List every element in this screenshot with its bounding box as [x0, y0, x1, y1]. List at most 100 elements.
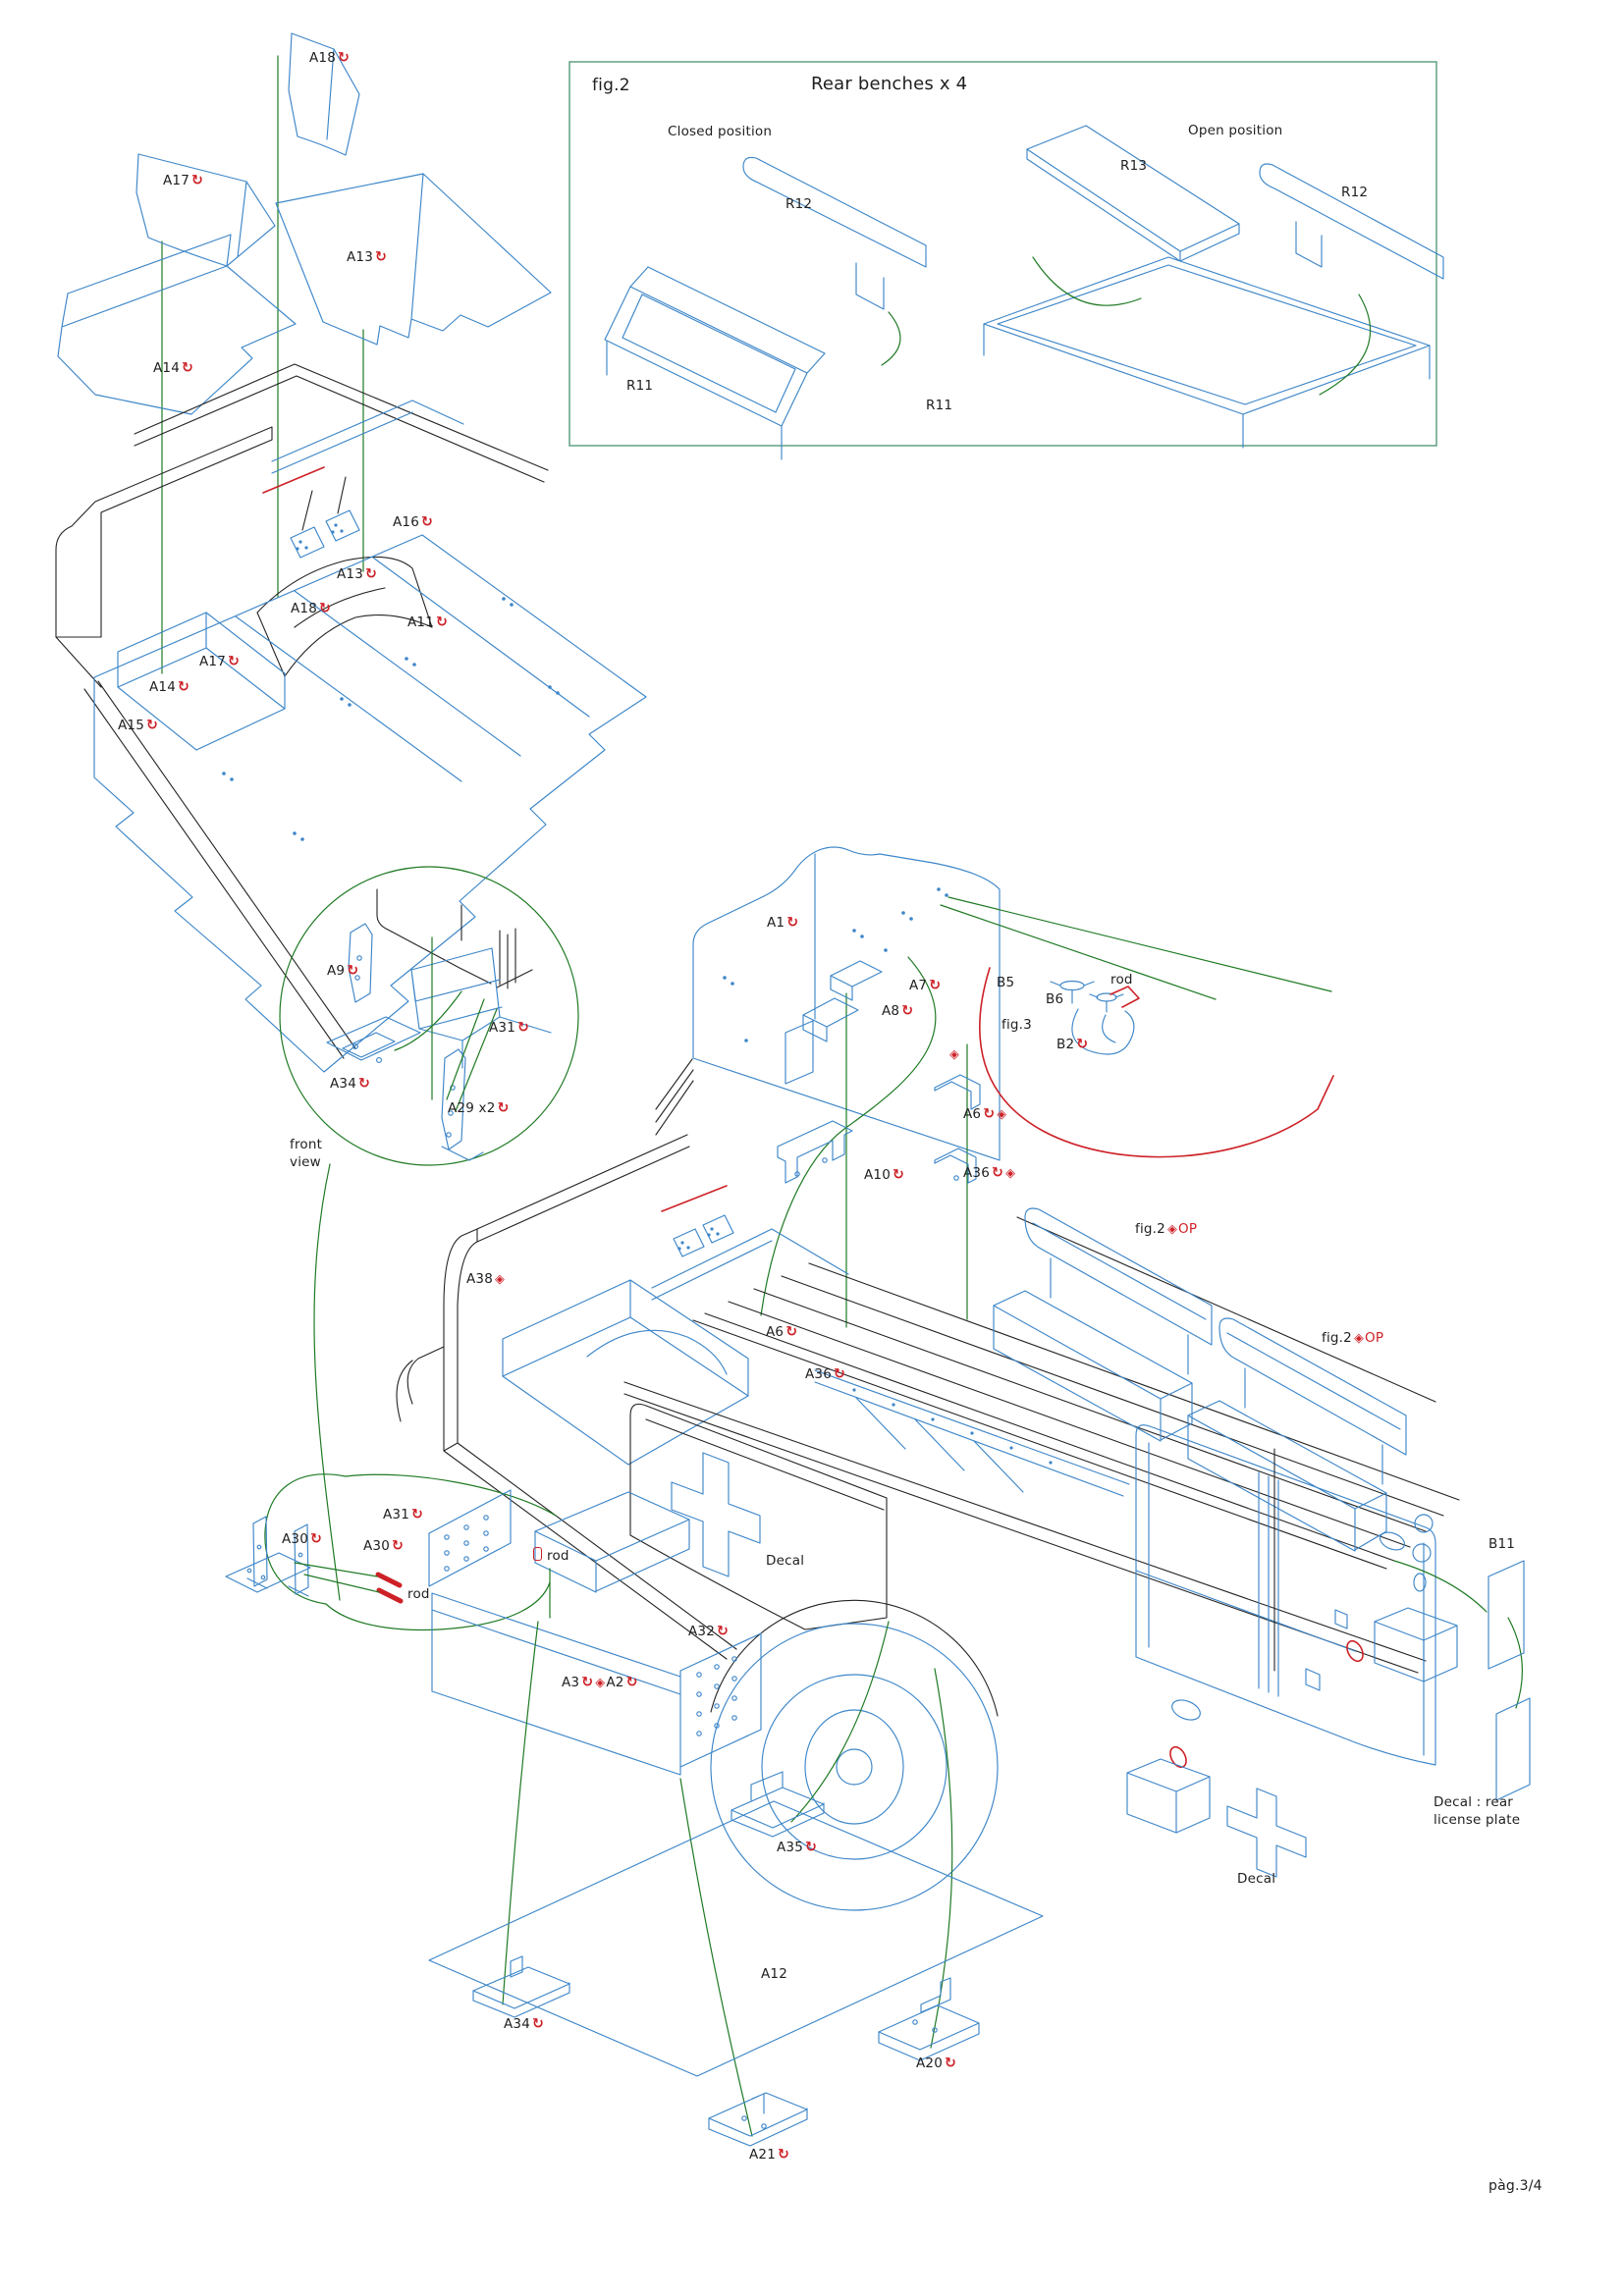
rotate-icon: ↻: [517, 1020, 530, 1036]
part-label-text: fig.2: [1322, 1330, 1352, 1346]
part-label-text: fig.2: [592, 76, 630, 95]
wingnuts-b5-b6: [1050, 980, 1135, 1055]
rear-red-marks: [1169, 1639, 1364, 1769]
rotate-icon: ↻: [625, 1675, 638, 1690]
part-label-text: Closed position: [668, 124, 773, 139]
rotate-icon: ↻: [421, 514, 434, 530]
part-label-text: A15: [118, 718, 145, 733]
part-label-text: A31: [489, 1020, 516, 1036]
brackets-a7-a8-a6-a36-a10: [777, 960, 981, 1184]
bracket-a35: [731, 1771, 825, 1838]
label-b6: B6: [1046, 991, 1063, 1009]
part-label-text: R12: [785, 196, 813, 212]
rod-links: [294, 1562, 380, 1593]
red-rods: [375, 1572, 404, 1604]
flip-diamond-icon: ◈: [495, 1272, 506, 1287]
fig2-title: Rear benches x 4: [811, 73, 967, 95]
part-label-text: Decal: [1237, 1871, 1276, 1887]
part-label-text: A20: [916, 2056, 944, 2071]
part-label-text: A7: [909, 978, 928, 993]
rotate-icon: ↻: [901, 1003, 914, 1019]
label-b2: B2↻: [1056, 1036, 1088, 1054]
part-label-text: A38: [466, 1271, 494, 1287]
detail-holes: [352, 955, 456, 1138]
label-a32: A32↻: [688, 1623, 729, 1641]
front-view-detail: [279, 866, 579, 1601]
part-label-text: A32: [688, 1624, 716, 1639]
part-label-text: R11: [626, 378, 654, 394]
part-label-text: A3: [562, 1675, 580, 1690]
label-r12-open: R12: [1341, 185, 1368, 202]
b11-leaders: [1393, 1560, 1523, 1709]
bracket-a34: [472, 1955, 570, 2018]
b11-license-plates: [1488, 1560, 1531, 1801]
bench-closed-link: [881, 311, 901, 366]
part-label-text: fig.3: [1001, 1017, 1032, 1033]
rotate-icon: ↻: [182, 360, 194, 376]
rotate-icon: ↻: [338, 50, 351, 66]
label-a17-part: A17↻: [163, 172, 203, 190]
bracket-holes: [794, 1157, 959, 1181]
part-label-text: front view: [290, 1137, 323, 1170]
part-a14-drawing: [57, 234, 297, 415]
body-shell-outline: [55, 363, 549, 1059]
part-label-text: rod: [407, 1586, 430, 1602]
rotate-icon: ↻: [497, 1100, 510, 1116]
label-a3-a2: A3↻◈A2↻: [562, 1674, 638, 1692]
a3-a2-holes: [696, 1656, 737, 1736]
label-a9: A9↻: [327, 962, 358, 981]
label-a36-top: A36↻◈: [963, 1164, 1016, 1183]
label-a34: A34↻: [504, 2015, 544, 2034]
part-label-text: A34: [504, 2016, 531, 2032]
label-a34-detail: A34↻: [330, 1075, 370, 1094]
part-label-text: B11: [1489, 1536, 1516, 1552]
label-rod-left: rod: [407, 1586, 430, 1604]
part-label-text: B2: [1056, 1037, 1075, 1052]
label-a15: A15↻: [118, 717, 158, 735]
label-a1: A1↻: [767, 914, 798, 933]
rear-benches: [993, 1207, 1407, 1552]
cab-black-outline: [396, 1134, 737, 1660]
fig2-box: [568, 61, 1444, 460]
part-a17-drawing: [135, 153, 276, 267]
part-label-text: rod: [1110, 972, 1133, 988]
part-a18-drawing: [288, 32, 360, 156]
flip-diamond-icon: ◈: [1166, 1222, 1178, 1237]
part-label-text: A1: [767, 915, 785, 931]
rotate-icon: ↻: [778, 2147, 790, 2163]
front-view-label: front view: [290, 1137, 322, 1171]
flip-icon-lone: ◈: [947, 1046, 960, 1064]
part-label-text: Rear benches x 4: [811, 74, 968, 94]
flip-diamond-icon: ◈: [1353, 1331, 1365, 1346]
part-label-text: B6: [1046, 991, 1064, 1007]
flip-diamond-icon: ◈: [1005, 1166, 1016, 1181]
part-label-text: pàg.3/4: [1489, 2178, 1543, 2194]
rotate-icon: ↻: [805, 1840, 818, 1855]
part-label-text: A18: [309, 50, 337, 66]
rotate-icon: ↻: [786, 915, 799, 931]
bottom-leaders: [502, 1568, 953, 2137]
part-label-text: A14: [149, 679, 177, 695]
part-label-text: A18: [291, 601, 318, 616]
label-a20: A20↻: [916, 2055, 956, 2073]
rotate-icon: ↻: [319, 601, 332, 616]
part-label-text: Open position: [1188, 123, 1283, 138]
part-label-text: Decal : rear license plate: [1434, 1794, 1521, 1828]
rotate-icon: ↻: [392, 1538, 405, 1554]
part-label-text: R12: [1341, 185, 1369, 200]
a30-a31-brackets: [225, 1489, 690, 1597]
label-a18-part: A18↻: [309, 49, 350, 68]
page-number: pàg.3/4: [1489, 2177, 1543, 2195]
label-a36-mid: A36↻: [805, 1365, 845, 1384]
bed-front-rail: [814, 1369, 1130, 1497]
part-label-text: A17: [199, 654, 227, 669]
rotate-icon: ↻: [1076, 1037, 1089, 1052]
fig2-label: fig.2: [592, 75, 630, 96]
part-label-text: A8: [882, 1003, 900, 1019]
label-a29: A29 x2↻: [448, 1099, 510, 1118]
cross-decal-standalone: [1226, 1788, 1307, 1878]
part-label-text: fig.2: [1135, 1221, 1165, 1237]
red-trim-line: [262, 466, 325, 494]
label-a11: A11↻: [407, 614, 448, 632]
label-r11-closed: R11: [626, 378, 653, 396]
